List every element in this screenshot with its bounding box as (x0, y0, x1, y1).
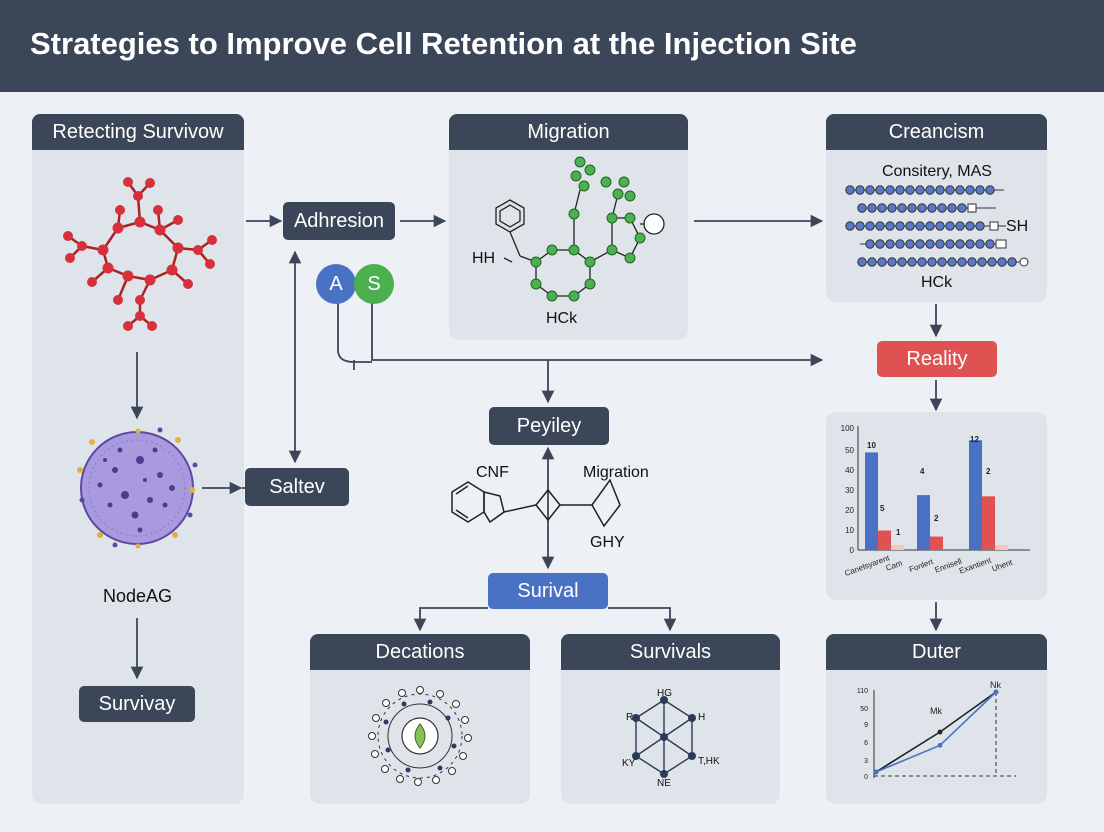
bar-1-4 (982, 496, 995, 550)
adhresion-box[interactable]: Adhresion (283, 202, 395, 240)
panel-duter-title: Duter (826, 634, 1047, 670)
bar-chart-ytick: 20 (845, 506, 854, 515)
bar-chart-ytick: 50 (845, 446, 854, 455)
peyiley-box[interactable]: Peyiley (489, 407, 609, 445)
survivals-node-r: R (626, 712, 634, 723)
left-caption: NodeAG (103, 586, 173, 606)
line-point (873, 769, 879, 775)
red-molecule-icon (63, 177, 217, 331)
migration-label-left: HH (472, 250, 496, 267)
bar-data-label: 10 (867, 441, 876, 450)
center-label-cnf: CNF (476, 464, 509, 481)
panel-migration-title: Migration (449, 114, 688, 150)
surival-box[interactable]: Surival (488, 573, 608, 609)
survivals-node-h: H (698, 712, 706, 723)
line-annotation-mk: Mk (930, 706, 942, 716)
line-chart-ytick: 3 (864, 758, 868, 765)
line-point (937, 729, 943, 735)
bar-data-label: 5 (880, 504, 885, 513)
bar-data-label: 12 (970, 435, 979, 444)
survivals-node-ne: NE (657, 778, 671, 789)
creancism-label-top: Consitery, MAS (882, 163, 992, 180)
badge-hook (337, 300, 372, 370)
survivals-node-thk: T,HK (698, 756, 720, 767)
arrow-badges-to-reality (371, 300, 824, 367)
line-chart-ytick: 6 (864, 740, 868, 747)
title-bar: Strategies to Improve Cell Retention at … (0, 0, 1104, 92)
panel-left-title: Retecting Survivow (32, 114, 244, 150)
bar-2-4 (995, 545, 1008, 550)
cell-icon (77, 427, 198, 549)
bar-category-label: Ennisell (933, 557, 963, 575)
bar-data-label: 2 (934, 514, 939, 523)
line-series-0 (875, 691, 997, 773)
bar-chart-ytick: 100 (841, 424, 855, 433)
line-point (993, 689, 999, 695)
line-chart-ytick: 50 (860, 706, 868, 713)
reality-box[interactable]: Reality (877, 341, 997, 377)
chain-molecule-icon (845, 185, 1029, 267)
panel-survivals-title: Survivals (561, 634, 780, 670)
bar-chart-ytick: 40 (845, 466, 854, 475)
bar-chart-ytick: 0 (850, 546, 855, 555)
migration-label-bottom: HCk (546, 310, 578, 327)
ring-molecule-icon (368, 686, 472, 786)
line-annotation-nk: Nk (990, 680, 1001, 690)
bar-data-label: 1 (896, 528, 901, 537)
bar-0-0 (865, 452, 878, 550)
badge-s: S (354, 264, 394, 304)
arrow-surival-to-decations (413, 607, 488, 632)
line-point (937, 742, 943, 748)
green-molecule-icon (495, 156, 665, 302)
bar-data-label: 4 (920, 467, 925, 476)
bar-category-label: Fonlert (908, 557, 935, 574)
line-chart-ytick: 9 (864, 722, 868, 729)
bar-category-label: Uhent (991, 558, 1015, 574)
center-label-migration: Migration (583, 464, 649, 481)
bar-2-0 (891, 545, 904, 550)
line-chart-ytick: 0 (864, 774, 868, 781)
bar-chart-ytick: 10 (845, 526, 854, 535)
bar-1-2 (930, 536, 943, 550)
creancism-label-right: SH (1006, 218, 1029, 235)
saltev-box[interactable]: Saltev (245, 468, 349, 506)
page-title: Strategies to Improve Cell Retention at … (30, 26, 857, 61)
center-label-ghy: GHY (590, 534, 625, 551)
panel-decations-title: Decations (310, 634, 530, 670)
bar-0-4 (969, 440, 982, 550)
line-chart-ytick: 110 (857, 688, 868, 695)
arrow-surival-to-survivals (608, 607, 677, 632)
bar-1-0 (878, 530, 891, 550)
badge-a: A (316, 264, 356, 304)
survivals-node-hg: HG (657, 688, 672, 699)
bar-category-label: Exantient (958, 555, 993, 575)
creancism-label-bottom: HCk (921, 274, 953, 291)
bar-data-label: 2 (986, 467, 991, 476)
survivals-node-ky: KY (622, 758, 636, 769)
panel-creancism-title: Creancism (826, 114, 1047, 150)
network-graph-icon (632, 696, 696, 778)
bar-chart-ytick: 30 (845, 486, 854, 495)
panel-chart (826, 412, 1047, 600)
bar-0-2 (917, 495, 930, 550)
indole-structure-icon (451, 478, 621, 528)
survivay-box[interactable]: Survivay (79, 686, 195, 722)
